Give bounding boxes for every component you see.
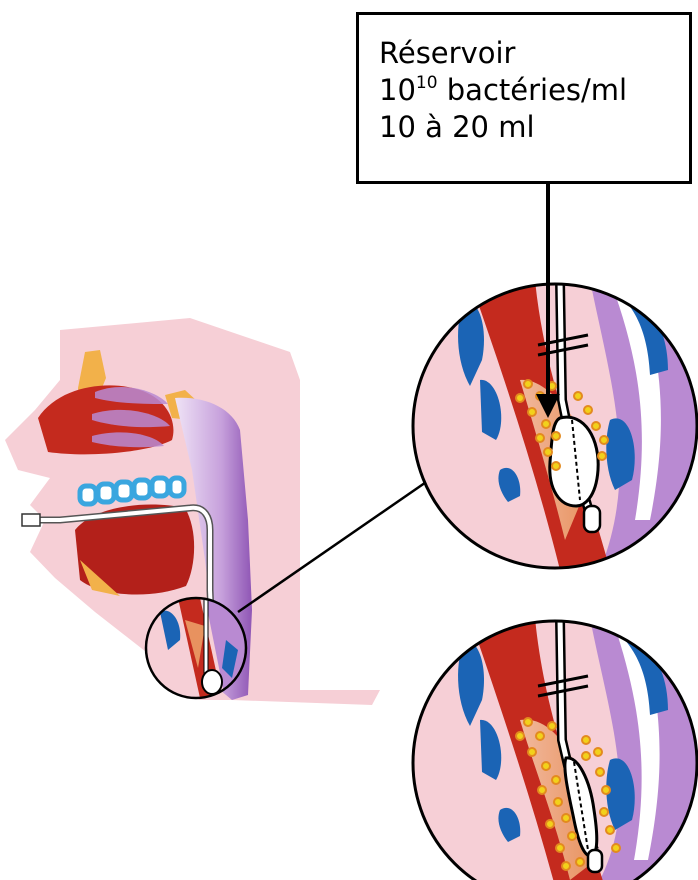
callout-line-2: 1010 bactéries/ml (379, 72, 689, 109)
head-profile-illustration (5, 318, 380, 705)
tube-connector (22, 514, 40, 526)
callout-line-1: Réservoir (379, 35, 689, 72)
callout-line-3: 10 à 20 ml (379, 109, 689, 146)
callout-line-2-exponent: 10 (416, 73, 438, 93)
magnified-cuff-circle (410, 280, 698, 580)
callout-line-2-rest: bactéries/ml (438, 73, 628, 107)
callout-line-2-base: 10 (379, 73, 416, 107)
reservoir-callout-box: Réservoir 1010 bactéries/ml 10 à 20 ml (356, 12, 692, 184)
magnified-cuff-circle-2 (410, 618, 698, 880)
